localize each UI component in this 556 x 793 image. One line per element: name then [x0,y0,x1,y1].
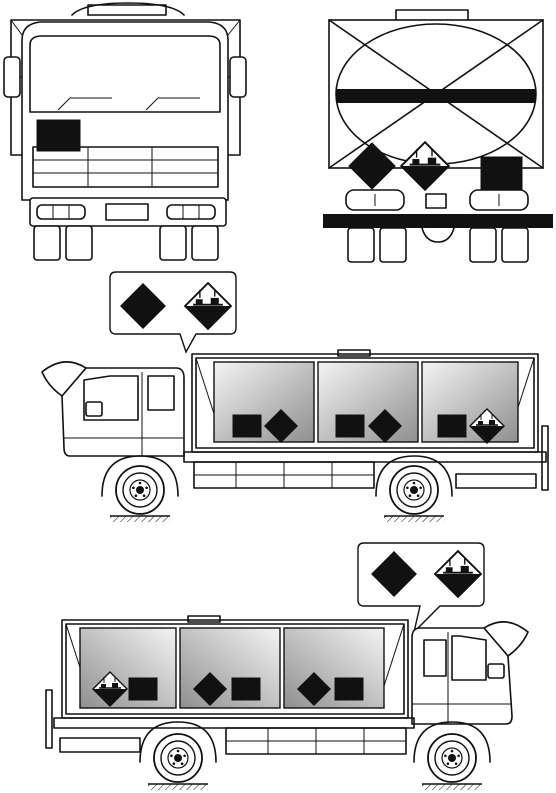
side1-hazard-plate-1 [232,414,262,438]
truck-side-view-right-cab [45,542,529,791]
side1-front-wheel-icon [115,465,165,515]
rear-hazard-plate [480,156,523,190]
truck-front-view [3,2,247,261]
side2-hazard-plate-3 [334,677,364,701]
side1-hazard-plate-3 [437,414,467,438]
truck-rear-view [323,9,553,263]
front-hazard-plate [36,119,81,152]
side2-front-wheel-icon [427,733,477,783]
truck-side-view-left-cab [41,271,549,523]
side2-rear-wheel-icon [153,733,203,783]
side1-hazard-plate-2 [335,414,365,438]
side2-hazard-plate-1 [128,677,158,701]
side2-hazard-plate-2 [231,677,261,701]
side1-rear-wheel-icon [389,465,439,515]
